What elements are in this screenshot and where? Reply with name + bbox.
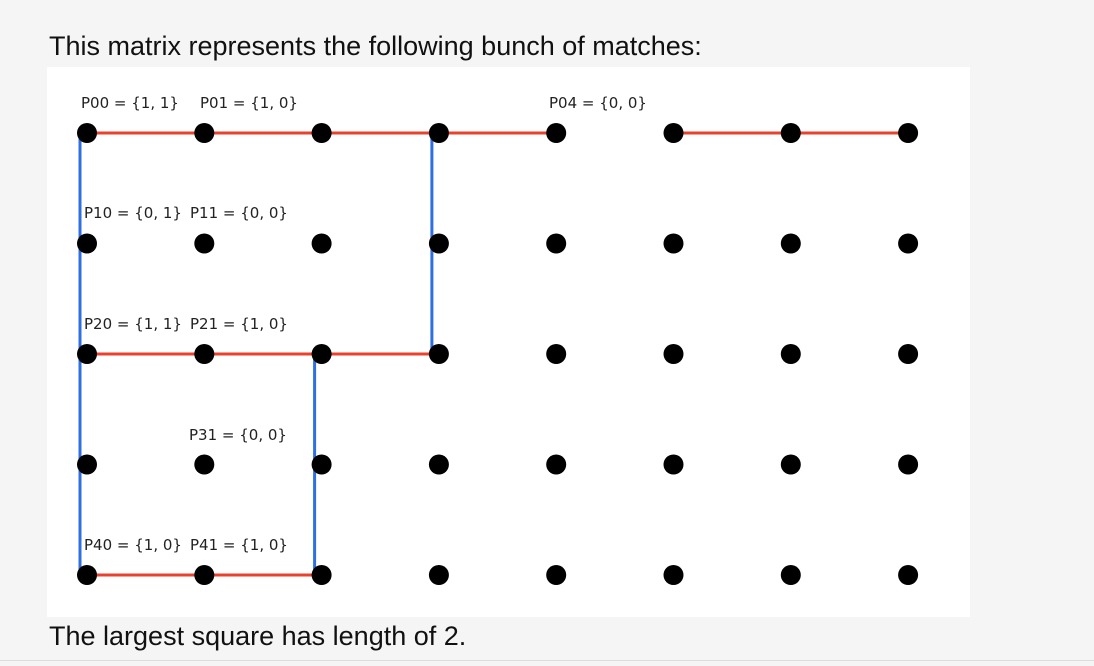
grid-dot-4-5 (663, 565, 684, 585)
divider (0, 660, 1094, 661)
grid-dot-0-0 (77, 123, 97, 143)
grid-dot-0-6 (780, 123, 801, 143)
grid-dot-2-5 (663, 344, 684, 364)
grid-dot-0-1 (194, 123, 215, 143)
grid-dot-2-1 (194, 344, 215, 364)
grid-dot-3-0 (77, 454, 97, 475)
grid-dot-1-7 (898, 233, 919, 254)
label-p20: P20 = {1, 1} (84, 315, 182, 333)
grid-dot-4-7 (898, 565, 919, 585)
grid-dot-2-4 (546, 344, 567, 364)
label-p31: P31 = {0, 0} (189, 426, 287, 444)
grid-dot-3-4 (546, 454, 567, 475)
label-p40: P40 = {1, 0} (84, 536, 182, 554)
grid-dot-3-7 (898, 454, 919, 475)
grid-dot-1-1 (194, 233, 215, 254)
heading: This matrix represents the following bun… (49, 31, 702, 61)
grid-dot-1-5 (663, 233, 684, 254)
label-p04: P04 = {0, 0} (549, 94, 647, 112)
label-p01: P01 = {1, 0} (200, 94, 298, 112)
grid-dot-4-4 (546, 565, 567, 585)
grid-dot-2-6 (780, 344, 801, 364)
matrix-diagram: P00 = {1, 1} P01 = {1, 0} P04 = {0, 0} P… (47, 67, 970, 617)
grid-dot-1-3 (428, 233, 449, 254)
grid-dot-1-2 (311, 233, 332, 254)
grid-dot-4-1 (194, 565, 215, 585)
grid-dot-0-4 (546, 123, 567, 143)
matrix-grid (77, 123, 919, 585)
conclusion-text: The largest square has length of 2. (49, 621, 467, 651)
grid-dot-3-5 (663, 454, 684, 475)
grid-dot-1-0 (77, 233, 97, 254)
grid-dot-3-3 (428, 454, 449, 475)
grid-dot-2-7 (898, 344, 919, 364)
label-p10: P10 = {0, 1} (84, 204, 182, 222)
grid-dot-4-0 (77, 565, 97, 585)
grid-dot-3-2 (311, 454, 332, 475)
grid-dot-0-7 (898, 123, 919, 143)
label-p21: P21 = {1, 0} (190, 315, 288, 333)
label-p11: P11 = {0, 0} (190, 204, 288, 222)
grid-dot-0-3 (428, 123, 449, 143)
grid-dot-1-6 (780, 233, 801, 254)
grid-dot-2-0 (77, 344, 97, 364)
grid-dot-4-2 (311, 565, 332, 585)
label-p41: P41 = {1, 0} (190, 536, 288, 554)
grid-dot-0-2 (311, 123, 332, 143)
grid-dot-2-2 (311, 344, 332, 364)
grid-dot-2-3 (428, 344, 449, 364)
grid-dot-3-1 (194, 454, 215, 475)
grid-dot-4-6 (780, 565, 801, 585)
grid-dot-3-6 (780, 454, 801, 475)
grid-dot-1-4 (546, 233, 567, 254)
label-p00: P00 = {1, 1} (81, 94, 179, 112)
grid-dot-4-3 (428, 565, 449, 585)
grid-dot-0-5 (663, 123, 684, 143)
